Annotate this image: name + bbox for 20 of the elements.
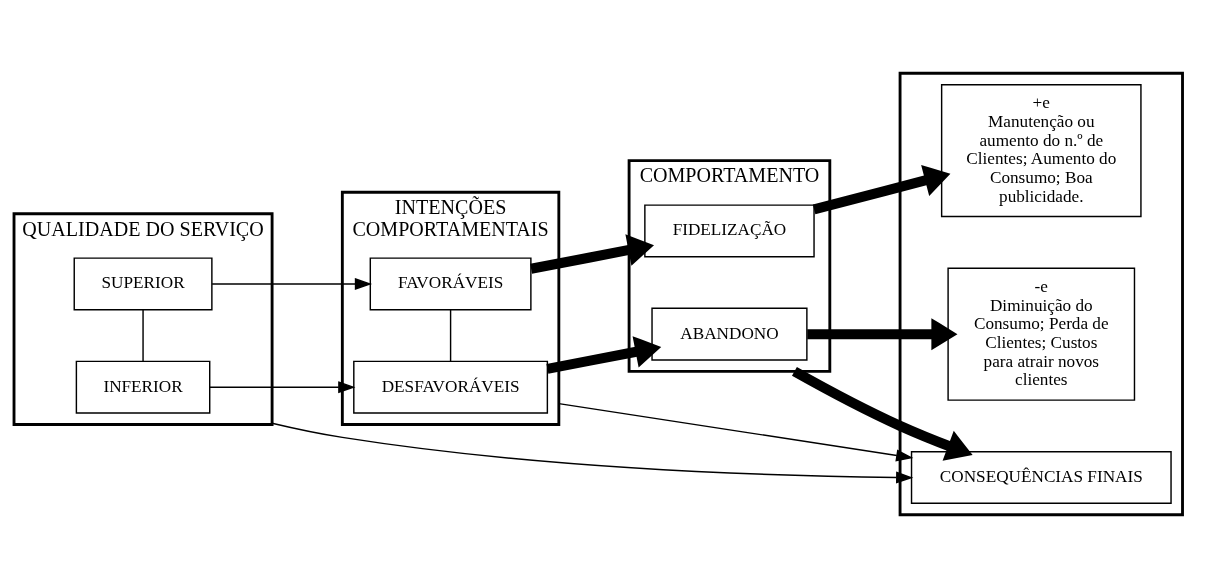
node-box: FIDELIZAÇÃO bbox=[644, 204, 815, 258]
arrow bbox=[271, 422, 914, 484]
node-box: SUPERIOR bbox=[73, 257, 213, 311]
node-box: -e Diminuição do Consumo; Perda de Clientes; Custos para atrair novos clientes bbox=[947, 267, 1136, 401]
connector bbox=[449, 309, 452, 362]
node-box: CONSEQUÊNCIAS FINAIS bbox=[910, 451, 1172, 505]
arrow bbox=[792, 367, 973, 461]
arrow bbox=[530, 234, 655, 274]
node-box: INFERIOR bbox=[75, 360, 211, 414]
arrow bbox=[812, 164, 951, 215]
node-box: FAVORÁVEIS bbox=[369, 257, 532, 311]
node-box: +e Manutenção ou aumento do n.º de Clientes; Aumento do Consumo; Boa publicidade. bbox=[940, 83, 1142, 218]
node-box: DESFAVORÁVEIS bbox=[353, 360, 549, 414]
node-box: ABANDONO bbox=[651, 307, 808, 361]
arrow bbox=[558, 402, 914, 462]
connector bbox=[142, 309, 144, 362]
arrow bbox=[211, 277, 373, 290]
arrow bbox=[209, 381, 356, 394]
arrow bbox=[546, 336, 662, 374]
arrow bbox=[807, 318, 958, 351]
